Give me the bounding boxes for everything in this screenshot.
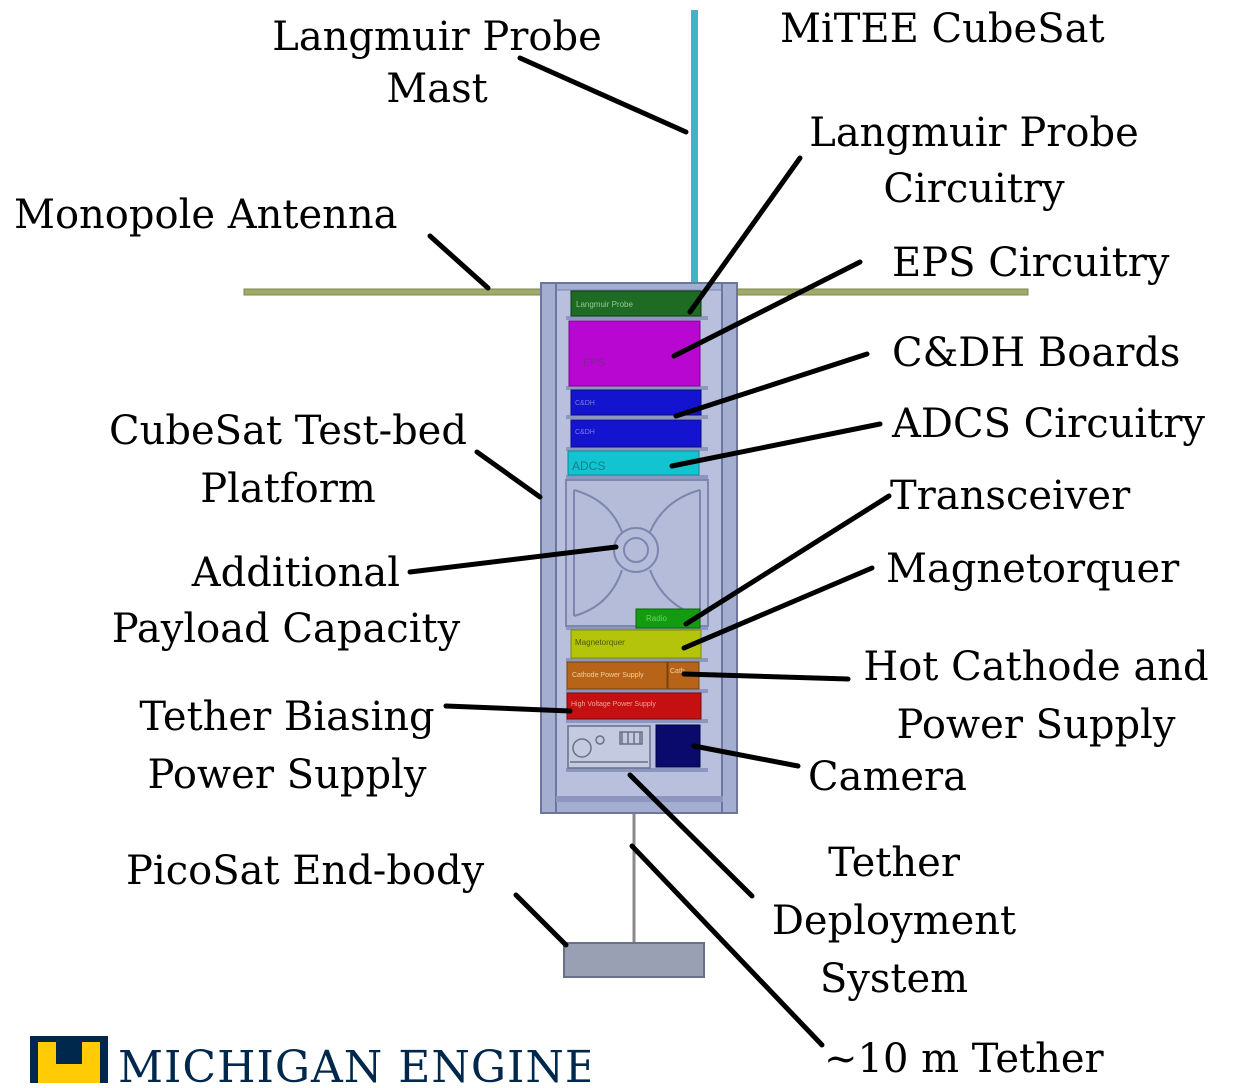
label-tether-deployment-2: Deployment	[771, 898, 1017, 944]
label-transceiver: Transceiver	[890, 473, 1131, 519]
label-langmuir-mast-1: Langmuir Probe	[272, 14, 602, 60]
label-hot-cathode-1: Hot Cathode and	[863, 644, 1209, 690]
label-langmuir-mast-2: Mast	[386, 66, 488, 112]
label-tether-biasing-1: Tether Biasing	[139, 694, 435, 740]
cdh-board-1-text: C&DH	[575, 400, 595, 407]
label-picosat: PicoSat End-body	[126, 848, 485, 894]
magnetorquer-board-text: Magnetorquer	[575, 638, 625, 647]
label-additional-payload-1: Additional	[191, 550, 400, 596]
cathode-ps-text: Cathode Power Supply	[572, 672, 644, 679]
michigan-engineering-logo: MICHIGAN ENGINEERING	[30, 1036, 590, 1083]
cdh-board-1: C&DH	[570, 389, 702, 416]
label-eps-circuitry: EPS Circuitry	[892, 240, 1170, 286]
picosat-end-body	[563, 942, 705, 978]
langmuir-probe-mast	[691, 10, 698, 298]
cath-text: Cath	[670, 668, 685, 675]
label-magnetorquer: Magnetorquer	[886, 546, 1180, 592]
label-camera: Camera	[808, 754, 968, 800]
label-langmuir-circuitry-2: Circuitry	[883, 166, 1065, 212]
langmuir-probe-board: Langmuir Probe	[570, 290, 702, 317]
logo-text: MICHIGAN ENGINEERING	[118, 1042, 590, 1083]
eps-board-text: EPS	[583, 357, 605, 369]
label-cdh-boards: C&DH Boards	[892, 330, 1181, 376]
label-hot-cathode-2: Power Supply	[896, 702, 1176, 748]
hv-ps-text: High Voltage Power Supply	[571, 701, 656, 708]
langmuir-board-text: Langmuir Probe	[576, 300, 633, 309]
label-tether-biasing-2: Power Supply	[147, 752, 427, 798]
label-additional-payload-2: Payload Capacity	[111, 606, 461, 652]
label-tether-deployment-3: System	[819, 956, 969, 1002]
cdh-board-2: C&DH	[570, 419, 702, 448]
diagram-title: MiTEE CubeSat	[780, 6, 1105, 52]
leader-lines	[407, 55, 892, 1048]
cathode-power-supply-board: Cathode Power Supply Cath	[566, 661, 700, 690]
label-tether-length: ~10 m Tether	[824, 1036, 1104, 1082]
adcs-board: ADCS	[567, 450, 700, 476]
tether-deployment-mechanism	[567, 725, 651, 769]
block-m-icon	[30, 1036, 108, 1083]
label-testbed-1: CubeSat Test-bed	[109, 408, 467, 454]
label-testbed-2: Platform	[200, 466, 376, 512]
radio-board-text: Radio	[646, 614, 667, 623]
cdh-board-2-text: C&DH	[575, 429, 595, 436]
label-monopole-antenna: Monopole Antenna	[14, 192, 398, 238]
high-voltage-power-supply-board: High Voltage Power Supply	[566, 692, 702, 720]
label-adcs-circuitry: ADCS Circuitry	[892, 401, 1205, 447]
magnetorquer-board: Magnetorquer	[570, 629, 702, 659]
adcs-board-text: ADCS	[572, 459, 605, 473]
label-tether-deployment-1: Tether	[828, 840, 960, 886]
label-langmuir-circuitry-1: Langmuir Probe	[809, 110, 1139, 156]
